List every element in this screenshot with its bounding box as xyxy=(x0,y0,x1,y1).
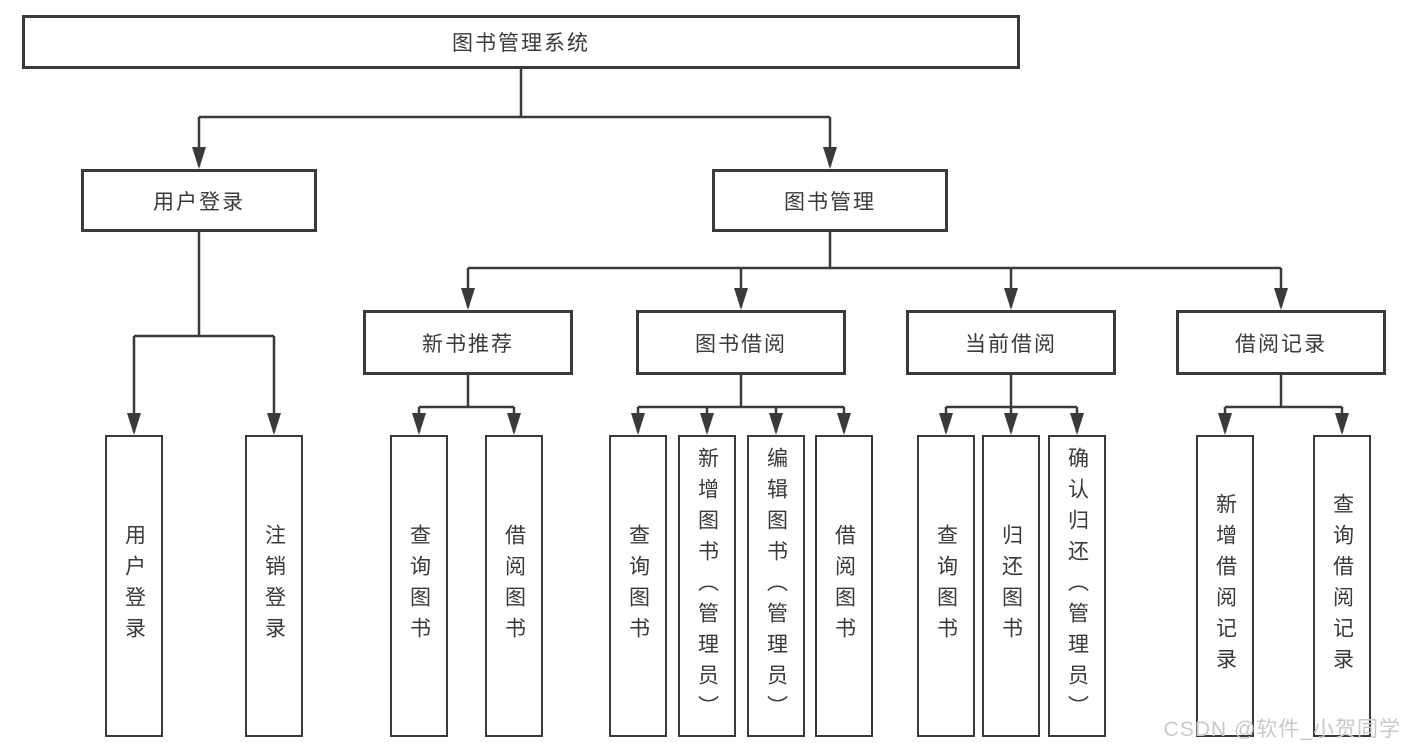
leaf-label: 用户登录 xyxy=(122,524,146,648)
leaf-label: 编辑图书（管理员） xyxy=(764,446,788,726)
leaf-label: 查询借阅记录 xyxy=(1330,493,1354,679)
node-user-login: 用户登录 xyxy=(81,169,317,232)
node-new-book-recommend: 新书推荐 xyxy=(363,310,573,375)
leaf-return-book: 归还图书 xyxy=(982,435,1040,737)
leaf-label: 查询图书 xyxy=(934,524,958,648)
leaf-label: 查询图书 xyxy=(407,524,431,648)
leaf-label: 借阅图书 xyxy=(502,524,526,648)
leaf-query-books-borrow: 查询图书 xyxy=(609,435,667,737)
node-borrow-records: 借阅记录 xyxy=(1176,310,1386,375)
node-root: 图书管理系统 xyxy=(22,15,1020,69)
leaf-label: 新增借阅记录 xyxy=(1213,493,1237,679)
node-current-borrow: 当前借阅 xyxy=(906,310,1116,375)
leaf-borrow-books-recommend: 借阅图书 xyxy=(485,435,543,737)
node-label: 当前借阅 xyxy=(965,332,1057,356)
node-label: 新书推荐 xyxy=(422,332,514,356)
leaf-label: 归还图书 xyxy=(999,524,1023,648)
leaf-edit-book-admin: 编辑图书（管理员） xyxy=(747,435,805,737)
leaf-logout: 注销登录 xyxy=(245,435,303,737)
leaf-query-books-recommend: 查询图书 xyxy=(390,435,448,737)
node-label: 图书管理 xyxy=(784,190,876,214)
leaf-label: 新增图书（管理员） xyxy=(695,446,719,726)
leaf-label: 借阅图书 xyxy=(832,524,856,648)
leaf-label: 确认归还（管理员） xyxy=(1065,446,1089,726)
leaf-add-book-admin: 新增图书（管理员） xyxy=(678,435,736,737)
leaf-add-borrow-record: 新增借阅记录 xyxy=(1196,435,1254,737)
leaf-query-books-current: 查询图书 xyxy=(917,435,975,737)
node-label: 用户登录 xyxy=(153,190,245,214)
node-label: 图书借阅 xyxy=(695,332,787,356)
node-book-borrow: 图书借阅 xyxy=(636,310,846,375)
watermark: CSDN @软件_小贺同学 xyxy=(1163,718,1401,741)
leaf-label: 查询图书 xyxy=(626,524,650,648)
node-book-management: 图书管理 xyxy=(712,169,948,232)
leaf-label: 注销登录 xyxy=(262,524,286,648)
leaf-query-borrow-record: 查询借阅记录 xyxy=(1313,435,1371,737)
node-label: 图书管理系统 xyxy=(452,32,590,55)
leaf-user-login: 用户登录 xyxy=(105,435,163,737)
leaf-borrow-books: 借阅图书 xyxy=(815,435,873,737)
node-label: 借阅记录 xyxy=(1235,332,1327,356)
leaf-confirm-return-admin: 确认归还（管理员） xyxy=(1048,435,1106,737)
